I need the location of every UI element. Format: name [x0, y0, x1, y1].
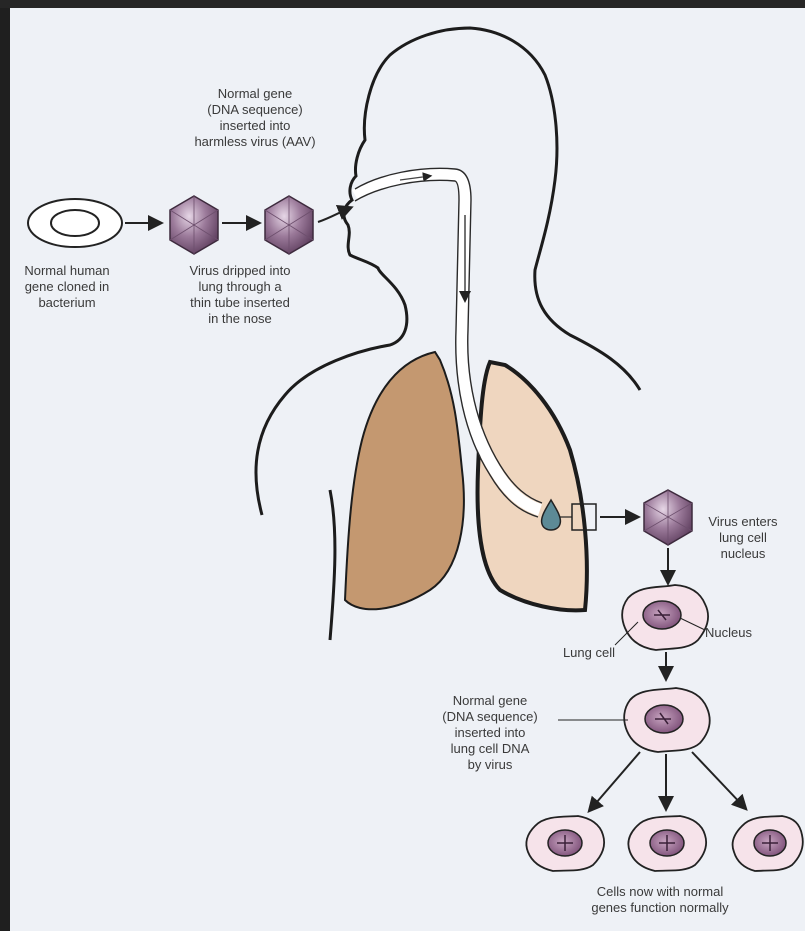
right-lung [478, 362, 587, 610]
lung-cell-2 [624, 688, 709, 752]
label-normal-human-gene: Normal human gene cloned in bacterium [10, 263, 132, 311]
virus-particle-2 [265, 196, 313, 254]
diagram-panel: Normal gene (DNA sequence) inserted into… [10, 8, 805, 931]
label-nucleus: Nucleus [705, 625, 775, 641]
left-arm-line [330, 490, 335, 640]
virus-particle-3 [644, 490, 692, 545]
label-lung-cell: Lung cell [515, 645, 615, 661]
left-lung [345, 352, 464, 609]
label-cells-now-normal: Cells now with normal genes function nor… [550, 884, 770, 916]
lung-cell-1 [622, 585, 708, 650]
virus-particle-1 [170, 196, 218, 254]
daughter-cell-2 [628, 816, 706, 871]
gene-therapy-illustration [10, 8, 805, 931]
label-normal-gene-aav: Normal gene (DNA sequence) inserted into… [155, 86, 355, 150]
label-normal-gene-lung: Normal gene (DNA sequence) inserted into… [420, 693, 560, 773]
label-virus-enters: Virus enters lung cell nucleus [688, 514, 798, 562]
label-virus-dripped: Virus dripped into lung through a thin t… [160, 263, 320, 327]
daughter-cell-3 [733, 816, 803, 871]
daughter-cell-1 [526, 816, 604, 871]
